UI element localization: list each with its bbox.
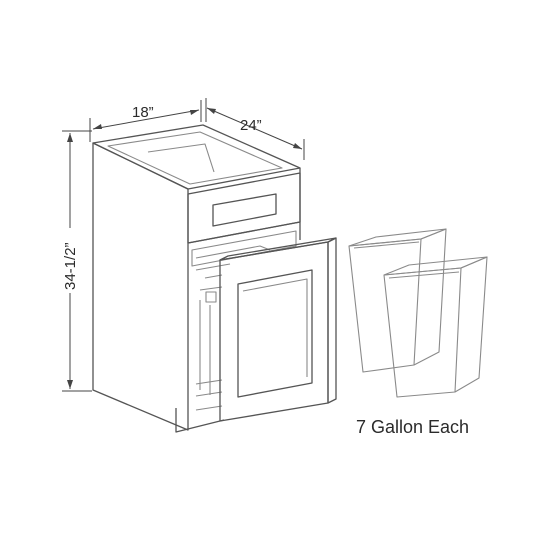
cabinet-body	[92, 124, 301, 433]
pullout-door	[219, 237, 337, 422]
height-dimension: 34-1/2”	[62, 130, 92, 392]
width-dimension: 18”	[89, 100, 202, 142]
width-label: 18”	[132, 104, 154, 121]
capacity-caption: 7 Gallon Each	[356, 417, 469, 437]
depth-label: 24”	[240, 117, 262, 134]
cabinet-interior	[187, 221, 301, 411]
trash-bin-back	[348, 228, 447, 373]
height-label: 34-1/2”	[62, 242, 79, 290]
depth-dimension: 24”	[205, 98, 305, 160]
trash-bin-front	[383, 256, 488, 398]
